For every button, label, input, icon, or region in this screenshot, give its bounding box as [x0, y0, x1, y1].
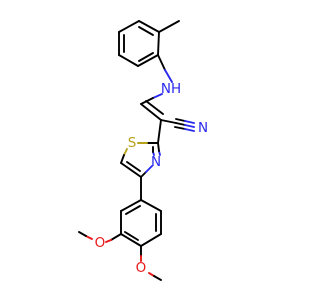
double-bond-inner	[125, 205, 141, 215]
bond	[120, 162, 142, 178]
bond	[118, 20, 140, 33]
bond	[140, 233, 162, 247]
bond	[184, 124, 195, 128]
methyl-bond	[158, 20, 180, 33]
bond	[145, 165, 153, 173]
bond	[157, 142, 160, 152]
thiazole-ring: S N	[120, 135, 161, 178]
bond	[138, 20, 160, 33]
double-bond-inner	[124, 231, 139, 241]
bond	[148, 272, 155, 277]
tolyl-ring	[118, 20, 180, 67]
bond	[152, 93, 163, 99]
bond	[175, 122, 186, 126]
bond	[120, 233, 142, 247]
methyl-bond	[78, 231, 87, 237]
bond	[184, 128, 195, 132]
bond	[157, 119, 162, 144]
bond	[120, 199, 142, 212]
bond	[138, 26, 154, 36]
dimethoxyphenyl-ring	[120, 199, 162, 247]
bond	[140, 199, 162, 212]
nh-label: NH	[161, 81, 181, 97]
bond	[157, 31, 160, 56]
molecule-structure: NH N S N	[78, 20, 208, 281]
meta-o-label: O	[95, 235, 106, 251]
double-bond-inner	[145, 100, 164, 115]
bond	[123, 148, 128, 156]
bond	[157, 54, 166, 71]
nitrile-n-label: N	[198, 120, 208, 136]
thiazole-s-label: S	[128, 135, 137, 151]
bond	[174, 126, 186, 130]
bond	[118, 54, 139, 67]
thiazole-n-label: N	[151, 154, 161, 170]
bond	[138, 52, 154, 62]
bond	[184, 120, 195, 124]
methyl-bond	[153, 275, 162, 281]
bond	[110, 233, 122, 241]
bond	[137, 54, 159, 67]
bond	[175, 118, 186, 122]
bond	[140, 171, 147, 178]
double-bond-inner	[126, 161, 141, 172]
bond	[164, 69, 173, 83]
bond	[85, 235, 93, 240]
bond	[140, 103, 162, 121]
bond	[105, 239, 112, 243]
para-o-label: O	[136, 260, 147, 276]
bond	[120, 154, 125, 164]
bond	[160, 119, 177, 124]
